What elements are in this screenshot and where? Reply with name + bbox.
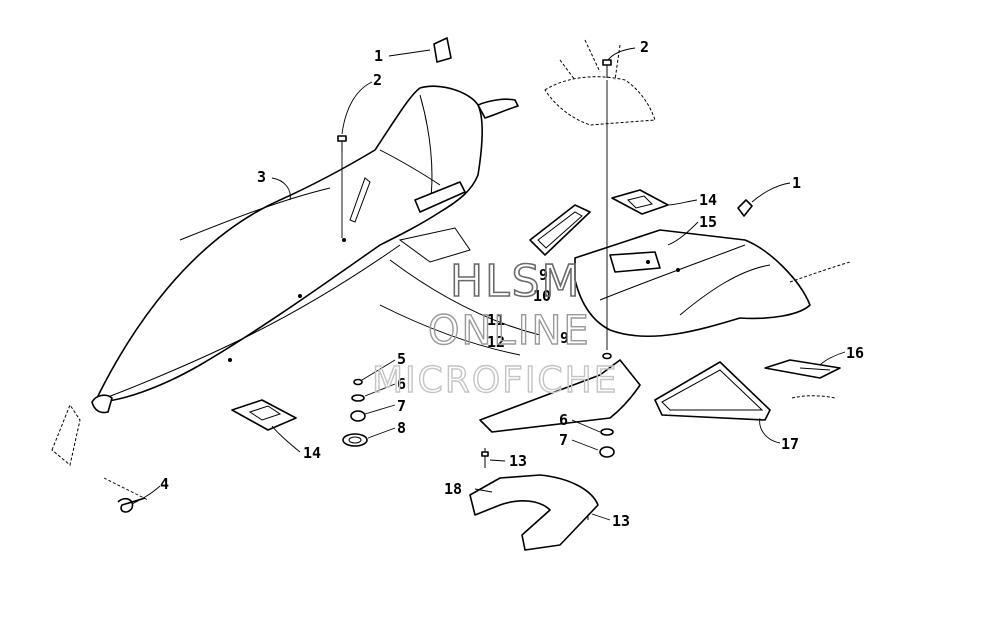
watermark: HLSM ONLINE MICROFICHE (371, 255, 618, 402)
callout-14-left: 14 (303, 444, 321, 462)
lower-panel (479, 359, 641, 433)
callout-10: 10 (533, 287, 551, 305)
watermark-line-2: ONLINE (428, 308, 591, 354)
clip-part (117, 497, 146, 513)
badge-part-left (433, 37, 452, 63)
washer-stack-right (599, 352, 615, 458)
callout-6-right: 6 (559, 411, 568, 429)
watermark-line-3: MICROFICHE (372, 360, 618, 401)
callout-18: 18 (444, 480, 462, 498)
callout-13-left: 13 (509, 452, 527, 470)
callout-labels: 1 2 3 4 5 6 7 8 14 13 18 13 6 7 2 1 14 1… (160, 38, 864, 530)
callout-15: 15 (699, 213, 717, 231)
callout-2-left: 2 (373, 71, 382, 89)
callout-12: 12 (487, 333, 505, 351)
callout-6-left: 6 (397, 375, 406, 393)
skid-guard-part (469, 474, 599, 551)
pin-part-left (481, 448, 489, 468)
frame-sketch (544, 39, 656, 126)
pad-part-left (231, 399, 297, 431)
callout-2-right: 2 (640, 38, 649, 56)
washer-stack-left (342, 378, 368, 447)
wire-bottom (791, 395, 836, 399)
flap-sketch (51, 403, 81, 466)
callout-1-right: 1 (792, 174, 801, 192)
callout-7-left: 7 (397, 397, 406, 415)
callout-16: 16 (846, 344, 864, 362)
callout-13-right: 13 (612, 512, 630, 530)
callout-3: 3 (257, 168, 266, 186)
badge-part-right (737, 199, 753, 217)
callout-9-upper: 9 (539, 266, 548, 284)
callout-14-right: 14 (699, 191, 717, 209)
callout-17: 17 (781, 435, 799, 453)
screw-part-left (337, 135, 347, 152)
watermark-line-1: HLSM (450, 256, 582, 307)
wire-top (789, 261, 851, 283)
callout-8: 8 (397, 419, 406, 437)
callout-5: 5 (397, 350, 406, 368)
leader-lines (103, 47, 846, 521)
callout-1-left: 1 (374, 47, 383, 65)
callout-9-lower: 9 (560, 329, 569, 347)
callout-4: 4 (160, 475, 169, 493)
pad-part-right (611, 189, 669, 215)
seat-cowl-part (91, 85, 541, 414)
callout-11: 11 (487, 311, 505, 329)
callout-7-right: 7 (559, 431, 568, 449)
bracket-part (529, 204, 811, 338)
plate-part (764, 359, 841, 379)
screw-part-right (602, 59, 612, 78)
seal-part (654, 361, 771, 421)
